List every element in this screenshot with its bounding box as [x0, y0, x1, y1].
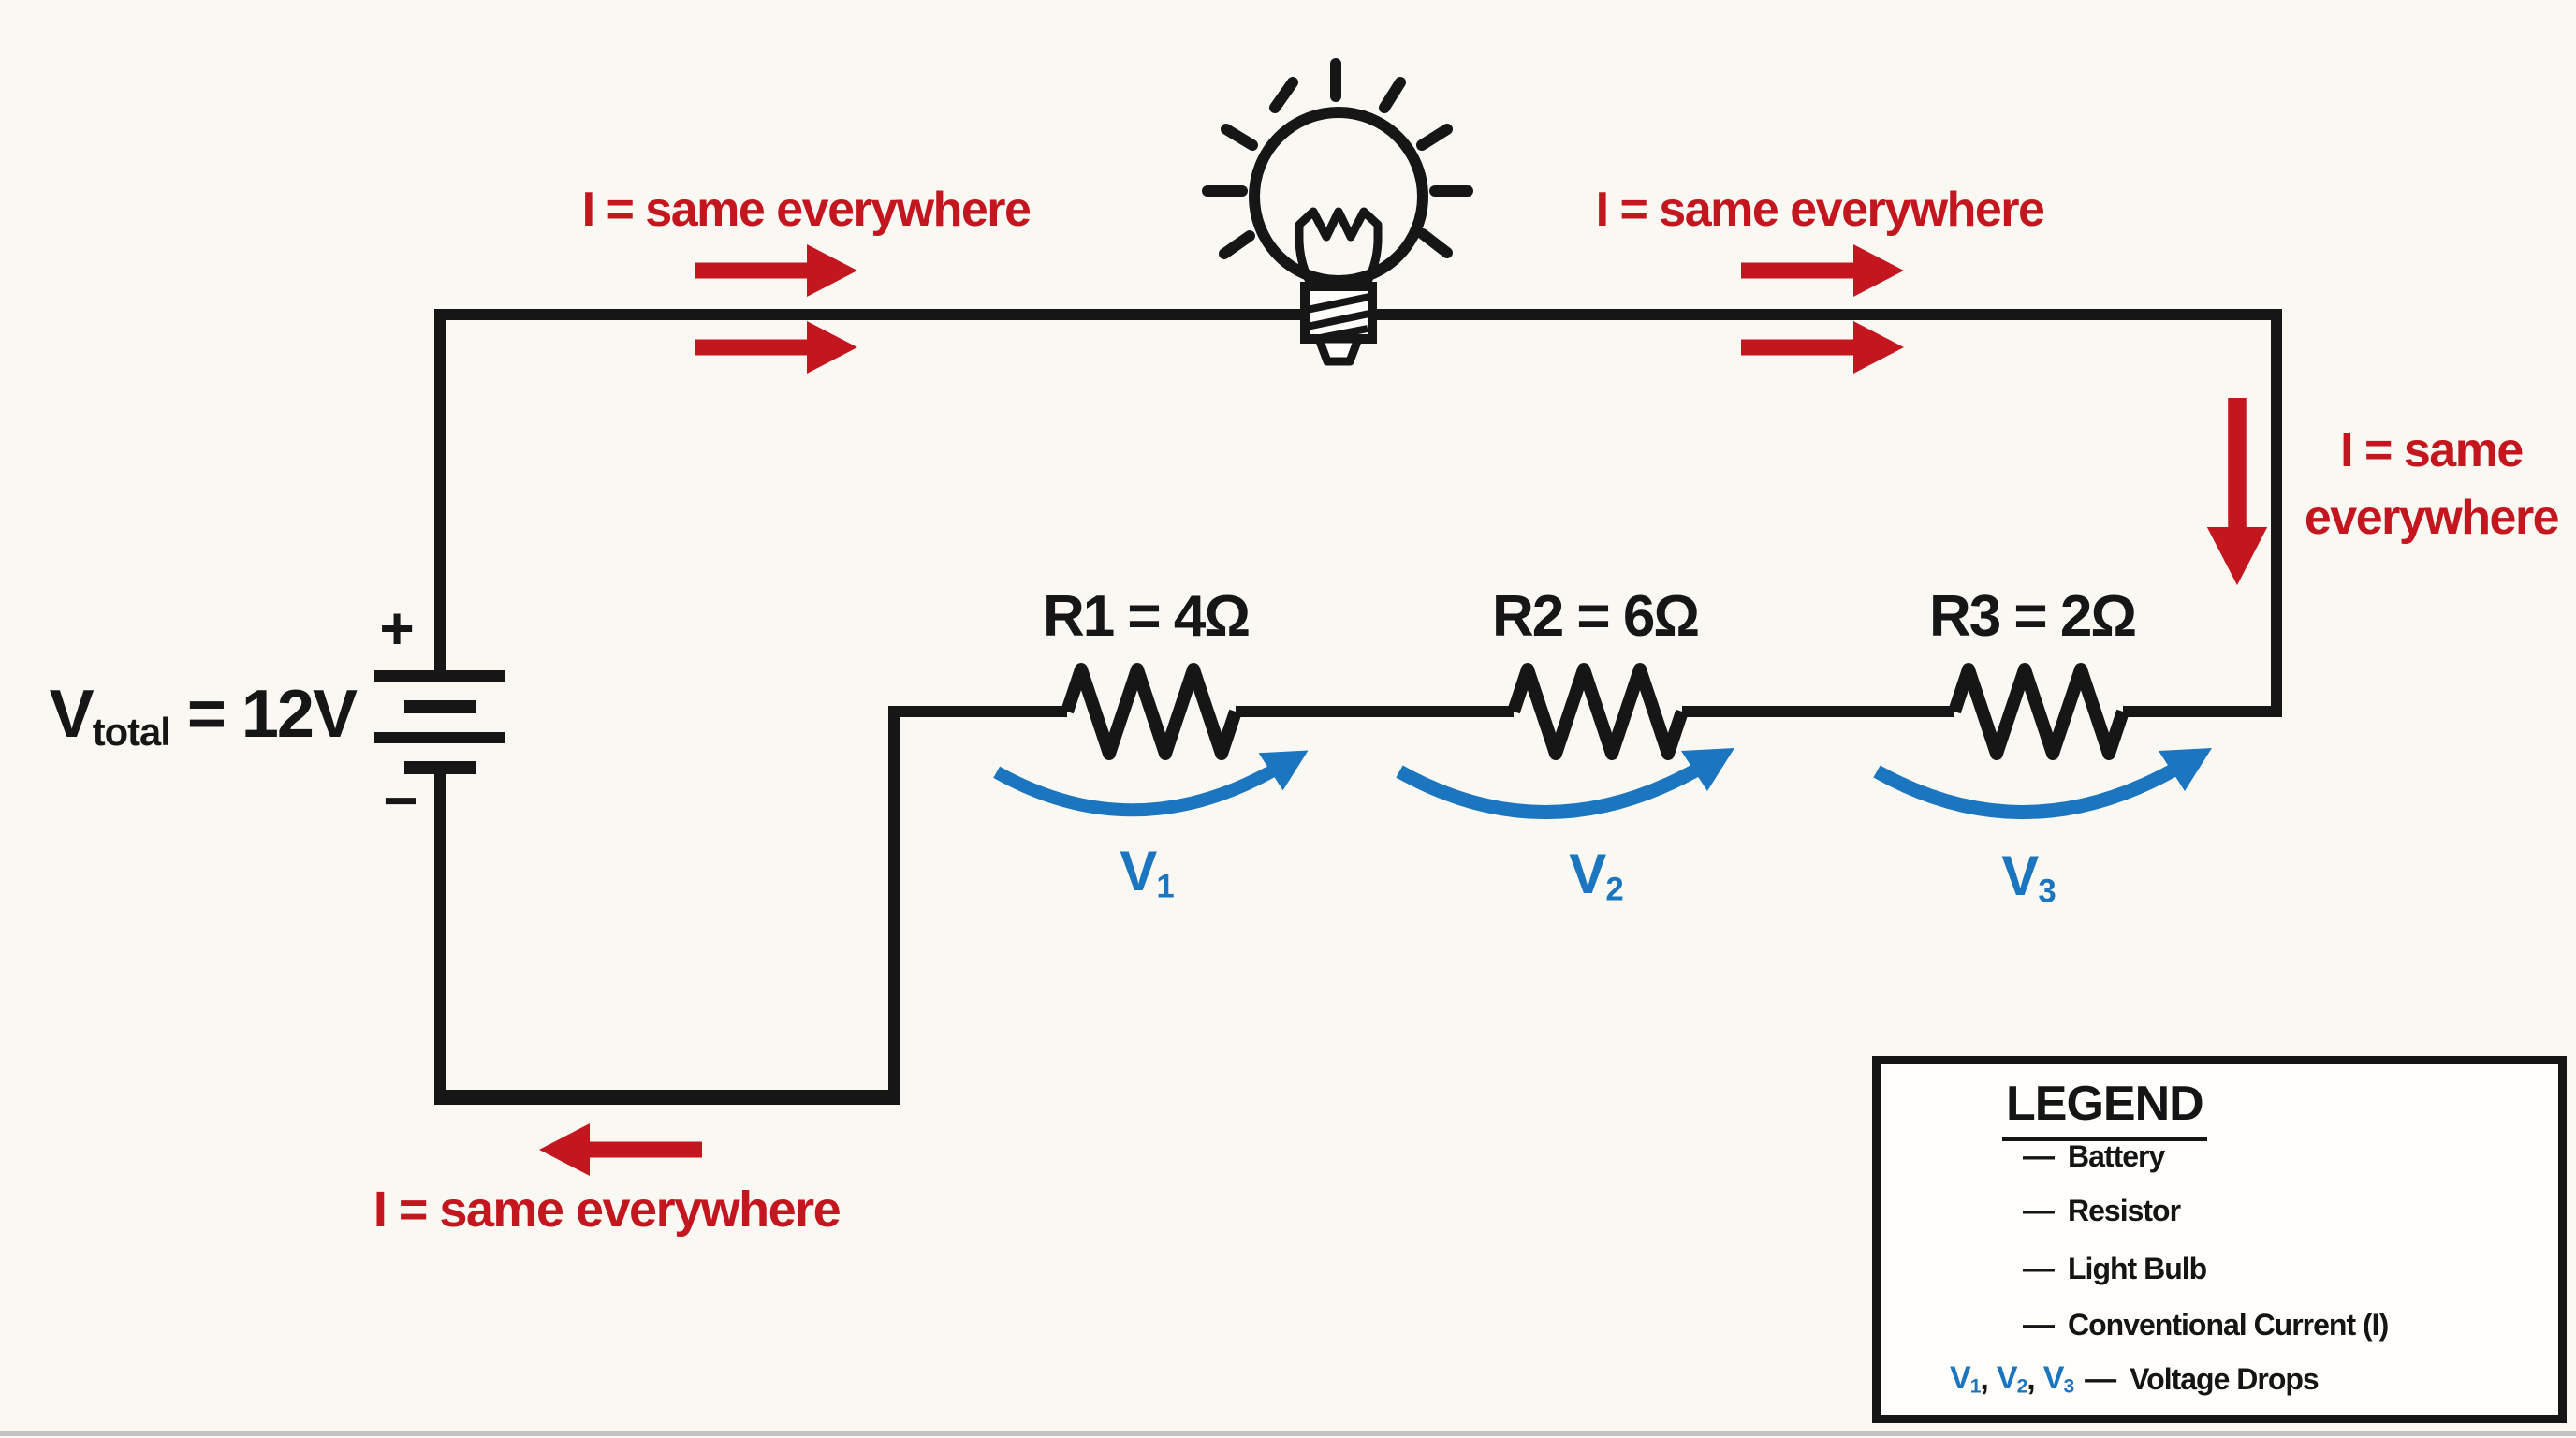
current-arrow-top-left-upper [695, 244, 857, 297]
legend-label-battery: Battery [2068, 1138, 2165, 1173]
legend-row-light-bulb: — Light Bulb [2023, 1244, 2207, 1293]
battery-plus-sign: + [379, 594, 415, 662]
voltage-arc-v3 [1877, 748, 2212, 813]
voltage-drop-v3-label: V3 [2001, 847, 2056, 910]
legend-v1-sub: 1 [1969, 1375, 1982, 1398]
battery-voltage-label: Vtotal = 12V [33, 681, 358, 755]
resistor-r2-label: R2 = 6Ω [1491, 584, 1700, 649]
resistor-r2-symbol [1507, 663, 1689, 760]
legend-dash: — [2085, 1360, 2117, 1397]
legend-label-conventional-current: Conventional Current (I) [2068, 1307, 2389, 1342]
voltage-drop-v2-label: V2 [1569, 842, 1623, 908]
current-arrow-top-left-lower [695, 321, 857, 374]
legend-dash: — [2023, 1306, 2055, 1343]
resistor-r1-label: R1 = 4Ω [1042, 584, 1251, 649]
legend-v3-term: V3 [2042, 1359, 2074, 1399]
legend-title: LEGEND [2002, 1076, 2207, 1141]
circuit-wire [434, 309, 2282, 1105]
resistor-r3-symbol [1948, 663, 2130, 760]
legend-v1-base: V [1950, 1359, 1971, 1396]
v3-base: V [2001, 844, 2039, 907]
voltage-arc-v2 [1399, 748, 1734, 813]
legend-label-voltage-drops: Voltage Drops [2130, 1361, 2320, 1396]
battery-minus-sign: − [383, 767, 418, 834]
current-label-bottom: I = same everywhere [373, 1181, 842, 1238]
legend-comma: , [1980, 1360, 1989, 1397]
current-label-right: I = same everywhere [2298, 417, 2565, 551]
current-arrow-top-right-upper [1741, 244, 1904, 297]
v1-sub: 1 [1156, 868, 1174, 905]
battery-voltage-base: V [49, 677, 95, 753]
legend-dash: — [2023, 1192, 2055, 1228]
current-arrow-right-down [2207, 398, 2267, 585]
light-bulb-icon [1202, 58, 1473, 366]
bottom-edge-strip [0, 1431, 2576, 1436]
current-label-right-line2: everywhere [2304, 491, 2560, 545]
battery-symbol [374, 670, 505, 774]
legend-row-conventional-current: — Conventional Current (I) [2023, 1300, 2389, 1349]
legend-dash: — [2023, 1250, 2055, 1286]
current-arrow-bottom-left [539, 1123, 702, 1176]
v1-base: V [1120, 839, 1157, 902]
current-label-right-line1: I = same [2340, 423, 2524, 477]
legend-v3-base: V [2042, 1359, 2065, 1396]
v3-sub: 3 [2038, 873, 2056, 910]
battery-voltage-value: = 12V [169, 677, 358, 753]
resistor-r3-label: R3 = 2Ω [1928, 584, 2137, 649]
legend-v1-term: V1 [1950, 1359, 1982, 1399]
legend-dash: — [2023, 1137, 2055, 1174]
voltage-arc-v1 [997, 750, 1309, 810]
voltage-drop-v1-label: V1 [1120, 843, 1174, 905]
legend-row-voltage-drops: V1, V2, V3 — Voltage Drops [1950, 1355, 2320, 1403]
legend-v3-sub: 3 [2063, 1375, 2074, 1398]
legend-label-resistor: Resistor [2068, 1193, 2181, 1227]
current-label-top-right: I = same everywhere [1595, 183, 2045, 237]
legend-comma: , [2027, 1360, 2036, 1397]
current-arrow-top-right-lower [1741, 321, 1904, 374]
v2-base: V [1569, 842, 1606, 905]
current-label-top-left: I = same everywhere [581, 183, 1032, 237]
v2-sub: 2 [1605, 871, 1623, 908]
resistor-r1-symbol [1061, 663, 1242, 760]
legend-v2-sub: 2 [2016, 1375, 2028, 1398]
legend-box: LEGEND — Battery — Resistor — Light Bulb… [1872, 1056, 2567, 1423]
legend-row-resistor: — Resistor [2023, 1186, 2181, 1235]
legend-label-light-bulb: Light Bulb [2068, 1251, 2207, 1285]
legend-row-battery: — Battery [2023, 1132, 2165, 1181]
battery-voltage-sub: total [92, 710, 171, 755]
legend-v2-base: V [1996, 1359, 2018, 1396]
legend-v2-term: V2 [1997, 1360, 2027, 1399]
